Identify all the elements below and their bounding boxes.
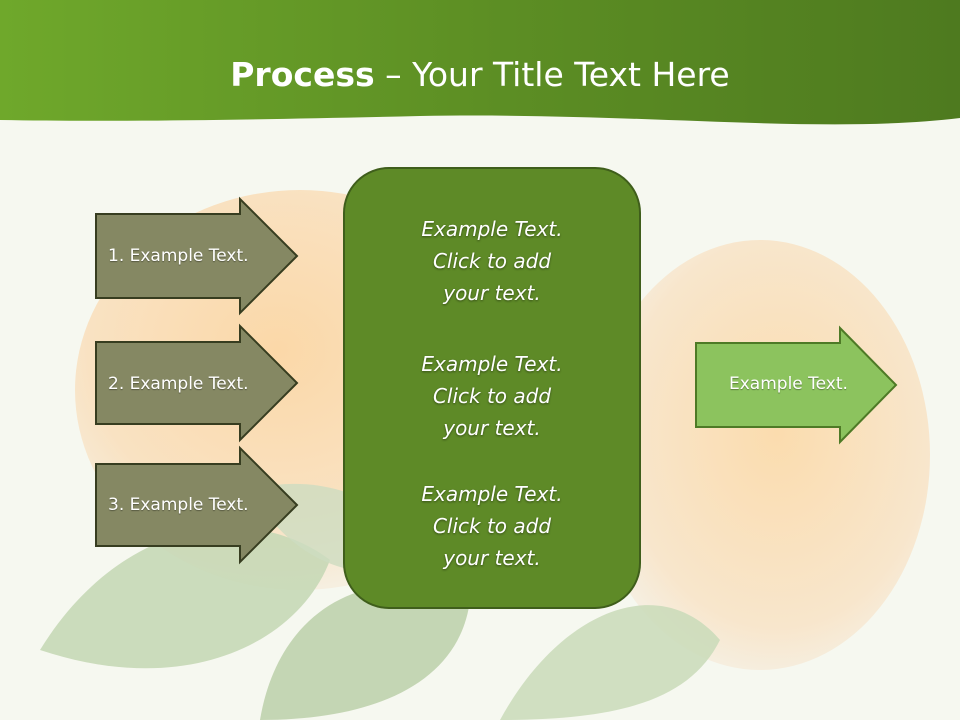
input-arrow-3[interactable] bbox=[95, 445, 299, 565]
output-arrow-label: Example Text. bbox=[729, 374, 848, 394]
leaf-right-image bbox=[500, 605, 720, 720]
input-arrow-1-label: 1. Example Text. bbox=[108, 246, 249, 266]
input-arrow-2[interactable] bbox=[95, 323, 299, 443]
center-paragraph-3: Example Text. Click to add your text. bbox=[421, 482, 563, 570]
slide-title: Process – Your Title Text Here bbox=[0, 50, 960, 100]
leaf-left-image bbox=[40, 527, 330, 669]
center-paragraph-2: Example Text. Click to add your text. bbox=[421, 352, 563, 440]
leaf-bottom-image bbox=[260, 585, 470, 720]
header-band bbox=[0, 0, 960, 125]
output-arrow[interactable] bbox=[695, 325, 898, 445]
input-arrow-1[interactable] bbox=[95, 196, 299, 316]
input-arrow-3-label: 3. Example Text. bbox=[108, 495, 249, 515]
title-rest-text: – Your Title Text Here bbox=[374, 55, 730, 94]
center-process-box[interactable] bbox=[343, 167, 641, 609]
input-arrow-2-label: 2. Example Text. bbox=[108, 374, 249, 394]
title-bold-text: Process bbox=[230, 55, 375, 94]
center-paragraph-1: Example Text. Click to add your text. bbox=[421, 217, 563, 305]
